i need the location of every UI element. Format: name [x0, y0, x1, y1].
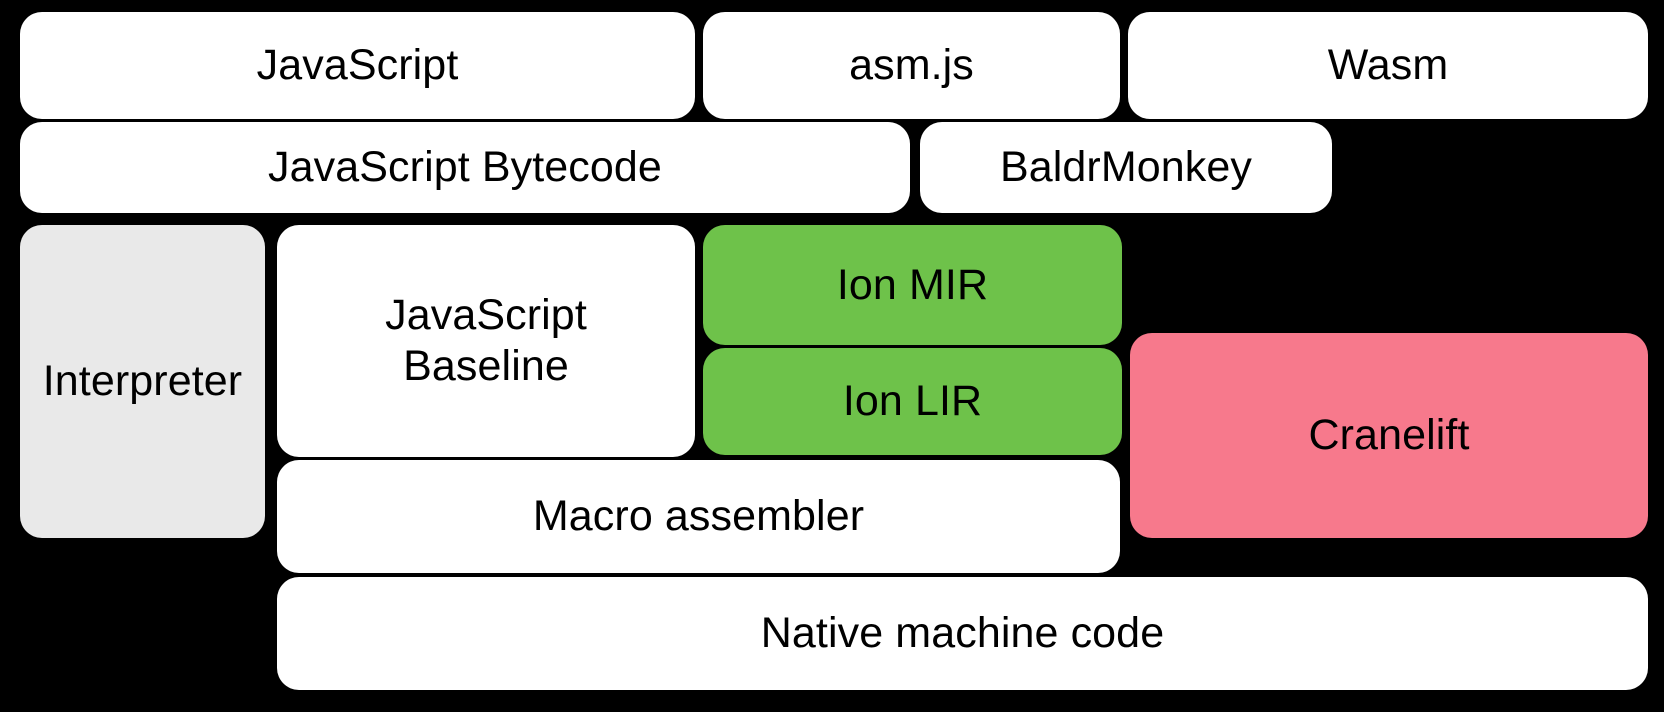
node-label: Native machine code — [760, 609, 1165, 658]
node-label: BaldrMonkey — [999, 143, 1253, 192]
node-label: Macro assembler — [532, 492, 865, 541]
node-ion-mir[interactable]: Ion MIR — [703, 225, 1122, 345]
node-label: Cranelift — [1308, 411, 1470, 460]
node-javascript[interactable]: JavaScript — [20, 12, 695, 119]
node-interpreter[interactable]: Interpreter — [20, 225, 265, 538]
node-macro-assembler[interactable]: Macro assembler — [277, 460, 1120, 573]
node-native-machine-code[interactable]: Native machine code — [277, 577, 1648, 690]
node-label: JavaScript Baseline — [385, 291, 587, 390]
node-ion-lir[interactable]: Ion LIR — [703, 348, 1122, 455]
node-javascript-bytecode[interactable]: JavaScript Bytecode — [20, 122, 910, 213]
node-label: Interpreter — [42, 357, 243, 406]
node-label: JavaScript Bytecode — [268, 143, 662, 192]
node-label: Ion LIR — [842, 377, 983, 426]
node-cranelift[interactable]: Cranelift — [1130, 333, 1648, 538]
node-label: Wasm — [1327, 41, 1449, 90]
node-javascript-baseline[interactable]: JavaScript Baseline — [277, 225, 695, 457]
node-asm-js[interactable]: asm.js — [703, 12, 1120, 119]
node-baldrmonkey[interactable]: BaldrMonkey — [920, 122, 1332, 213]
node-label: JavaScript — [256, 41, 459, 90]
node-label: asm.js — [849, 41, 974, 90]
node-wasm[interactable]: Wasm — [1128, 12, 1648, 119]
node-label: Ion MIR — [836, 260, 989, 309]
